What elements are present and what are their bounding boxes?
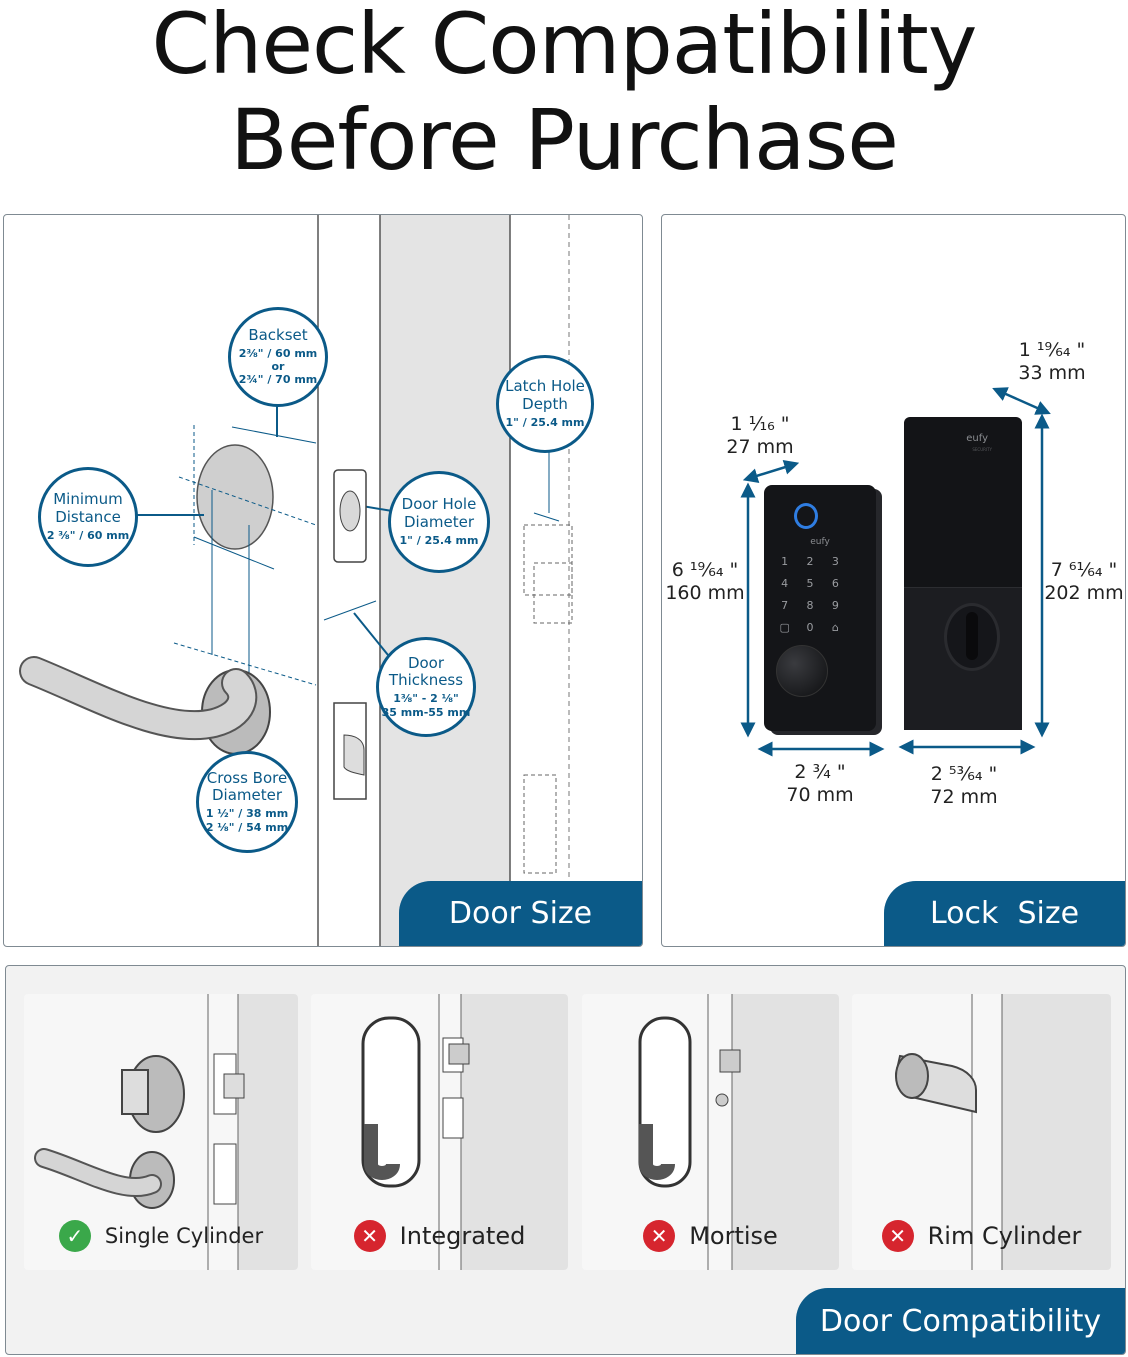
door-hole-value: 1" / 25.4 mm: [399, 533, 479, 547]
keypad-grid: 1 2 3 4 5 6 7 8 9 ▢ 0 ⌂: [772, 555, 848, 634]
key-6: 6: [831, 577, 839, 590]
door-size-tab: Door Size: [399, 881, 642, 946]
check-icon: ✓: [58, 1220, 91, 1252]
page-title-line-2: Before Purchase: [230, 91, 899, 189]
min-distance-callout: Minimum Distance 2 ⅜" / 60 mm: [38, 467, 138, 567]
cross-bore-value-1: 1 ½" / 38 mm: [205, 807, 289, 821]
key-2: 2: [806, 555, 814, 568]
keypad-depth-mm: 27 mm: [726, 435, 794, 458]
cross-icon: ✕: [353, 1220, 386, 1252]
keypad-depth-in: 1 ¹⁄₁₆ ": [730, 413, 790, 435]
key-8: 8: [806, 599, 814, 612]
key-3: 3: [831, 555, 839, 568]
compat-card-integrated: ✕ Integrated: [311, 994, 568, 1270]
interior-height-in: 7 ⁶¹⁄₆₄ ": [1050, 559, 1118, 581]
latch-hole-title-2: Depth: [522, 394, 568, 413]
key-4: 4: [781, 577, 789, 590]
home-key-icon: ⌂: [831, 621, 839, 634]
door-thickness-title-1: Door: [407, 653, 445, 672]
mortise-illustration: [638, 994, 839, 1270]
integrated-text: Integrated: [399, 1222, 526, 1250]
interior-lock-image: eufy SECURITY: [904, 417, 1022, 730]
door-hole-callout: Door Hole Diameter 1" / 25.4 mm: [388, 471, 490, 573]
min-distance-value: 2 ⅜" / 60 mm: [46, 528, 130, 542]
backset-title: Backset: [248, 325, 308, 344]
cross-bore-title-1: Cross Bore: [206, 768, 288, 787]
backset-value-2: 2¾" / 70 mm: [238, 373, 318, 387]
rim-cylinder-label: ✕ Rim Cylinder: [852, 1220, 1111, 1252]
integrated-label: ✕ Integrated: [311, 1220, 568, 1252]
interior-height-mm: 202 mm: [1044, 581, 1124, 604]
latch-hole-callout: Latch Hole Depth 1" / 25.4 mm: [496, 355, 594, 453]
backset-value-1: 2⅜" / 60 mm or: [238, 347, 318, 373]
door-thickness-value-1: 1⅜" - 2 ⅛": [393, 692, 459, 706]
keypad-height-mm: 160 mm: [665, 581, 745, 604]
cross-bore-callout: Cross Bore Diameter 1 ½" / 38 mm 2 ⅛" / …: [196, 751, 298, 853]
deadbolt-knob: [776, 645, 828, 697]
keypad-brand: eufy: [810, 537, 830, 547]
keypad-height-in: 6 ¹⁹⁄₆₄ ": [671, 559, 739, 581]
door-compatibility-tab: Door Compatibility: [796, 1288, 1125, 1354]
door-thickness-title-2: Thickness: [388, 670, 464, 689]
keypad-width-in: 2 ³⁄₄ ": [794, 761, 846, 783]
page-title-line-1: Check Compatibility: [151, 0, 977, 93]
lock-size-tab: Lock Size: [884, 881, 1125, 946]
single-cylinder-illustration: [34, 994, 298, 1270]
backset-callout: Backset 2⅜" / 60 mm or 2¾" / 70 mm: [228, 307, 328, 407]
lock-size-panel: eufy 1 2 3 4 5 6 7 8 9 ▢ 0 ⌂ eufy SECURI…: [661, 214, 1126, 947]
keypad-height-dim: 6 ¹⁹⁄₆₄ " 160 mm: [662, 559, 748, 605]
cross-icon: ✕: [643, 1220, 676, 1252]
key-7: 7: [781, 599, 789, 612]
keypad-width-mm: 70 mm: [786, 783, 854, 806]
integrated-illustration: [361, 994, 568, 1270]
interior-brand-sub: SECURITY: [972, 447, 992, 452]
single-cylinder-text: Single Cylinder: [104, 1224, 264, 1248]
lock-depth-in: 1 ¹⁹⁄₆₄ ": [1018, 339, 1086, 361]
mortise-label: ✕ Mortise: [582, 1220, 839, 1252]
lock-depth-mm: 33 mm: [1018, 361, 1086, 384]
interior-width-mm: 72 mm: [930, 785, 998, 808]
keypad-depth-dim: 1 ¹⁄₁₆ " 27 mm: [700, 413, 820, 459]
rim-cylinder-text: Rim Cylinder: [927, 1222, 1082, 1250]
door-size-panel: Backset 2⅜" / 60 mm or 2¾" / 70 mm Latch…: [3, 214, 643, 947]
interior-width-dim: 2 ⁵³⁄₆₄ " 72 mm: [904, 763, 1024, 809]
key-5: 5: [806, 577, 814, 590]
interior-height-dim: 7 ⁶¹⁄₆₄ " 202 mm: [1042, 559, 1125, 605]
thumb-turn: [944, 603, 1000, 671]
latch-hole-title-1: Latch Hole: [505, 377, 585, 396]
lock-key-icon: ▢: [779, 621, 790, 634]
door-hole-title-2: Diameter: [403, 512, 475, 531]
compat-card-mortise: ✕ Mortise: [582, 994, 839, 1270]
lock-depth-dim: 1 ¹⁹⁄₆₄ " 33 mm: [992, 339, 1112, 385]
fingerprint-sensor-icon: [794, 503, 818, 529]
single-cylinder-label: ✓ Single Cylinder: [24, 1220, 298, 1252]
door-compatibility-panel: ✓ Single Cylinder ✕ Integrated: [5, 965, 1126, 1355]
interior-brand: eufy: [966, 433, 988, 444]
latch-hole-value: 1" / 25.4 mm: [505, 415, 585, 429]
rim-cylinder-illustration: [894, 994, 1111, 1270]
cross-bore-value-2: 2 ⅛" / 54 mm: [205, 820, 289, 834]
door-thickness-value-2: 35 mm-55 mm: [381, 705, 471, 719]
compat-card-rim-cylinder: ✕ Rim Cylinder: [852, 994, 1111, 1270]
cross-bore-title-2: Diameter: [211, 785, 283, 804]
mortise-text: Mortise: [689, 1222, 778, 1250]
keypad-lock-image: eufy 1 2 3 4 5 6 7 8 9 ▢ 0 ⌂: [764, 485, 876, 731]
key-1: 1: [781, 555, 789, 568]
min-distance-title-1: Minimum: [53, 490, 123, 509]
compat-card-single-cylinder: ✓ Single Cylinder: [24, 994, 298, 1270]
min-distance-title-2: Distance: [55, 507, 121, 526]
lock-dimension-lines: [740, 387, 1051, 757]
door-diagram: [19, 215, 573, 946]
key-9: 9: [831, 599, 839, 612]
door-thickness-callout: Door Thickness 1⅜" - 2 ⅛" 35 mm-55 mm: [376, 637, 476, 737]
door-hole-title-1: Door Hole: [401, 495, 477, 514]
cross-icon: ✕: [881, 1220, 914, 1252]
key-0: 0: [806, 621, 814, 634]
keypad-width-dim: 2 ³⁄₄ " 70 mm: [760, 761, 880, 807]
interior-width-in: 2 ⁵³⁄₆₄ ": [930, 763, 998, 785]
